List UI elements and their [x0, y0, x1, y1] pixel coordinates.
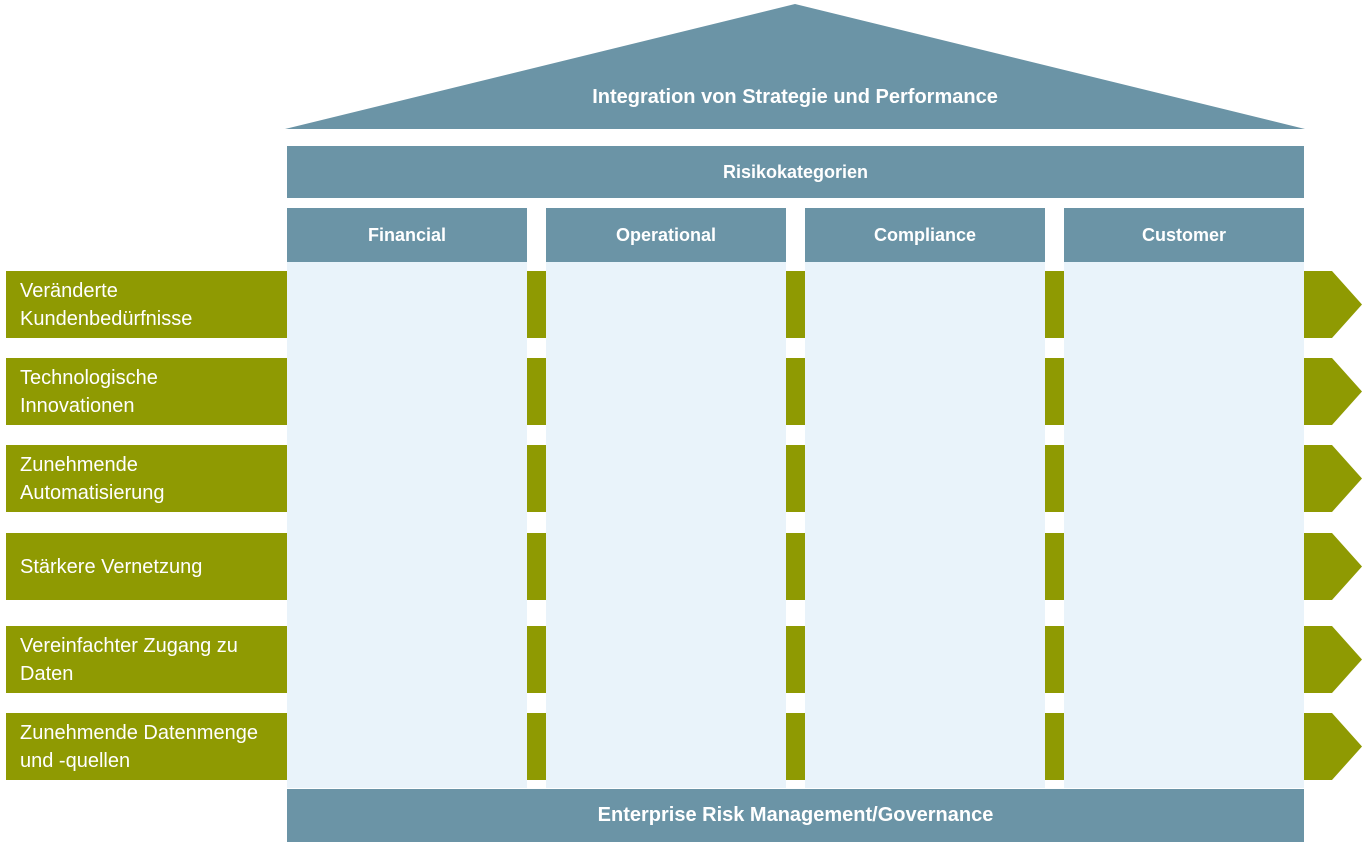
driver-label: Veränderte Kundenbedürfnisse — [20, 279, 193, 330]
driver-label: Vereinfachter Zugang zu Daten — [20, 634, 238, 685]
roof-triangle: Integration von Strategie und Performanc… — [285, 4, 1305, 129]
driver-label: Technologische Innovationen — [20, 366, 158, 417]
driver-label: Stärkere Vernetzung — [20, 555, 203, 578]
driver-label: Zunehmende Automatisierung — [20, 453, 165, 504]
pillar-header-customer: Customer — [1064, 208, 1304, 262]
risk-categories-bar: Risikokategorien — [287, 146, 1304, 198]
pillar-header-operational: Operational — [546, 208, 786, 262]
pillar-body-customer — [1064, 262, 1304, 788]
pillar-body-financial — [287, 262, 527, 788]
foundation-bar: Enterprise Risk Management/Governance — [287, 789, 1304, 842]
pillar-body-operational — [546, 262, 786, 788]
roof-label: Integration von Strategie und Performanc… — [592, 86, 998, 108]
pillar-header-financial: Financial — [287, 208, 527, 262]
driver-label: Zunehmende Datenmenge und -quellen — [20, 721, 258, 772]
pillar-body-compliance — [805, 262, 1045, 788]
pillar-header-compliance: Compliance — [805, 208, 1045, 262]
